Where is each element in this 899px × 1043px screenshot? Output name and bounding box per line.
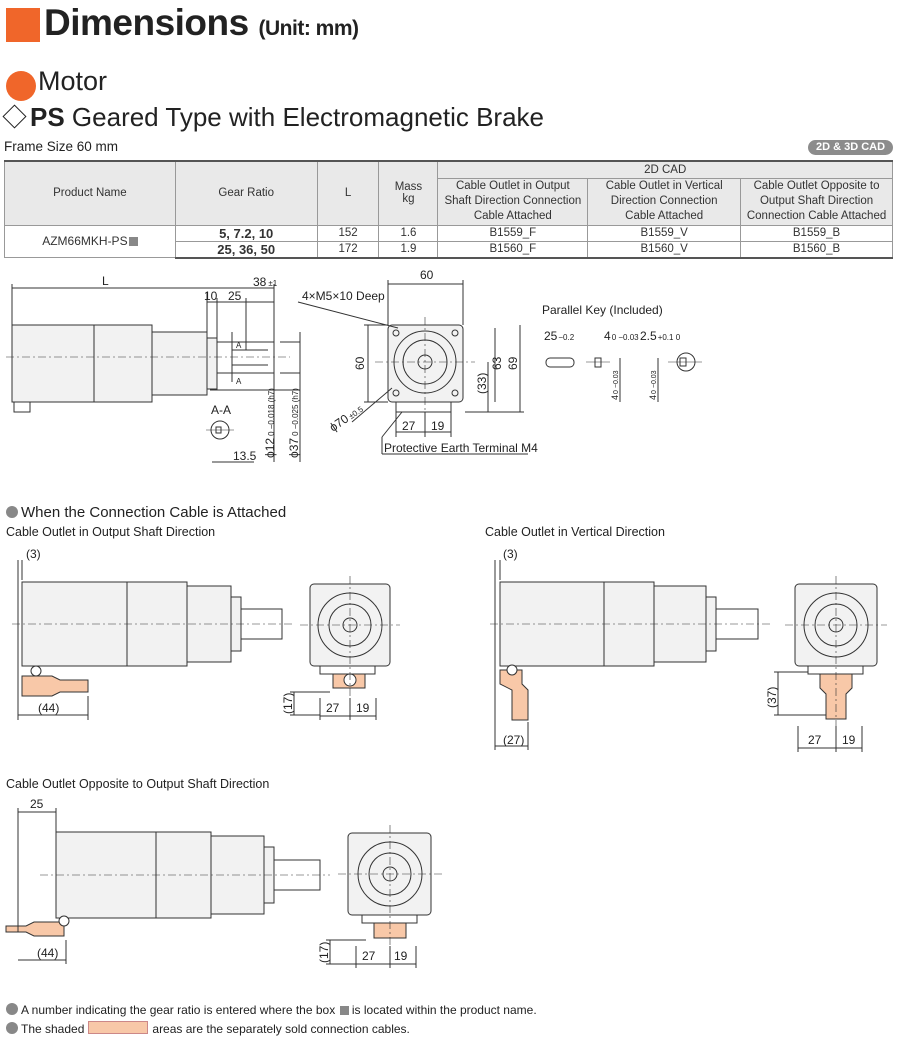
section-a-bottom: A bbox=[236, 377, 242, 386]
dim-60-top: 60 bbox=[420, 268, 434, 282]
dim-60-side: 60 bbox=[353, 356, 367, 370]
category-heading: Motor bbox=[38, 66, 108, 96]
unit-label: (Unit: mm) bbox=[258, 17, 359, 40]
dim-phi37: ϕ370 −0.025 (h7) bbox=[287, 388, 301, 458]
note-gear-ratio: A number indicating the gear ratio is en… bbox=[6, 1003, 537, 1017]
header-outlet-output: Cable Outlet in Output Shaft Direction C… bbox=[437, 177, 589, 226]
cable-dim-19-b: 19 bbox=[842, 733, 856, 747]
tap-hole-label: 4×M5×10 Deep bbox=[302, 289, 385, 303]
section-aa-label: A-A bbox=[211, 403, 231, 417]
cable-dim-27-d: 27 bbox=[362, 949, 376, 963]
series-heading: PS Geared Type with Electromagnetic Brak… bbox=[30, 102, 545, 132]
cable-dim-17-a: (17) bbox=[281, 693, 295, 714]
dim-l: L bbox=[102, 274, 109, 288]
l-cell: 172 bbox=[316, 240, 380, 259]
mass-cell: 1.9 bbox=[378, 240, 439, 259]
gear-ratio-cell: 25, 36, 50 bbox=[174, 240, 318, 259]
section-a-top: A bbox=[236, 341, 242, 350]
header-outlet-vertical: Cable Outlet in Vertical Direction Conne… bbox=[587, 177, 742, 226]
bullet-dot-icon bbox=[6, 506, 18, 518]
l-cell: 152 bbox=[316, 224, 380, 242]
key-dim-4-vert-b: 40 −0.03 bbox=[648, 370, 658, 400]
cad-link-f[interactable]: B1559_F bbox=[437, 224, 589, 242]
cad-badge[interactable]: 2D & 3D CAD bbox=[808, 140, 893, 155]
header-l: L bbox=[316, 160, 380, 226]
cable-drawings: (3) (44) (17) 27 19 (3) (27) (37) 27 19 … bbox=[5, 547, 887, 968]
cad-link-v[interactable]: B1560_V bbox=[587, 240, 742, 259]
key-dim-4: 40 −0.03 bbox=[604, 329, 639, 343]
key-dim-25: 25−0.2 bbox=[544, 329, 575, 343]
cable-dim-44-a: (44) bbox=[38, 701, 59, 715]
page-title: Dimensions (Unit: mm) bbox=[44, 2, 359, 43]
cable-dim-27-b: (27) bbox=[503, 733, 524, 747]
title-square-icon bbox=[6, 8, 40, 42]
mass-cell: 1.6 bbox=[378, 224, 439, 242]
cad-link-v[interactable]: B1559_V bbox=[587, 224, 742, 242]
dim-phi12: ϕ120 −0.018 (h7) bbox=[263, 388, 277, 458]
cable-dim-19-c: 19 bbox=[394, 949, 408, 963]
gear-box-icon bbox=[128, 237, 138, 247]
gear-box-icon bbox=[339, 1006, 349, 1015]
subtitle-opposite-direction: Cable Outlet Opposite to Output Shaft Di… bbox=[6, 777, 270, 791]
pe-terminal-label: Protective Earth Terminal M4 bbox=[384, 441, 538, 455]
header-product-name: Product Name bbox=[4, 160, 176, 226]
cable-section-heading: When the Connection Cable is Attached bbox=[6, 504, 286, 521]
cable-dim-19-a: 19 bbox=[356, 701, 370, 715]
shade-swatch bbox=[88, 1021, 149, 1034]
cad-link-b[interactable]: B1560_B bbox=[740, 240, 893, 259]
dim-33: (33) bbox=[475, 373, 489, 394]
header-gear-ratio: Gear Ratio bbox=[174, 160, 318, 226]
cable-dim-3-b: (3) bbox=[503, 547, 518, 561]
dim-63: 63 bbox=[490, 356, 504, 370]
key-dim-4-vert-a: 40 −0.03 bbox=[610, 370, 620, 400]
dim-13-5: 13.5 bbox=[233, 449, 257, 463]
dim-25: 25 bbox=[228, 289, 242, 303]
bullet-dot-icon bbox=[6, 1022, 18, 1034]
dim-27: 27 bbox=[402, 419, 416, 433]
dim-69: 69 bbox=[506, 356, 520, 370]
header-2d-cad: 2D CAD bbox=[437, 160, 893, 179]
bullet-dot-icon bbox=[6, 1003, 18, 1015]
diamond-icon bbox=[2, 104, 27, 129]
dim-19: 19 bbox=[431, 419, 445, 433]
dim-38: 38±1 bbox=[253, 275, 278, 289]
key-dim-2-5: 2.5+0.1 0 bbox=[640, 329, 681, 343]
motor-dot-icon bbox=[6, 71, 36, 101]
cable-dim-27-c: 27 bbox=[808, 733, 822, 747]
product-name-cell: AZM66MKH-PS bbox=[4, 224, 176, 258]
table-row: AZM66MKH-PS 5, 7.2, 10 152 1.6 B1559_F B… bbox=[4, 224, 893, 258]
dimension-drawing: L 10 25 38±1 A A A-A 13.5 ϕ120 −0.018 (h… bbox=[6, 268, 702, 463]
header-outlet-opposite: Cable Outlet Opposite to Output Shaft Di… bbox=[740, 177, 893, 226]
cable-dim-44-b: (44) bbox=[37, 946, 58, 960]
cad-link-f[interactable]: B1560_F bbox=[437, 240, 589, 259]
gear-ratio-cell: 5, 7.2, 10 bbox=[174, 224, 318, 242]
cable-dim-3-a: (3) bbox=[26, 547, 41, 561]
cable-dim-25: 25 bbox=[30, 797, 44, 811]
cable-dim-27-a: 27 bbox=[326, 701, 340, 715]
subtitle-output-direction: Cable Outlet in Output Shaft Direction bbox=[6, 525, 216, 539]
cable-dim-37: (37) bbox=[765, 687, 779, 708]
dim-phi70: ϕ70±0.5 bbox=[327, 401, 366, 434]
subtitle-vertical-direction: Cable Outlet in Vertical Direction bbox=[485, 525, 665, 539]
cad-link-b[interactable]: B1559_B bbox=[740, 224, 893, 242]
table-row: 25, 36, 50 172 1.9 B1560_F B1560_V B1560… bbox=[5, 240, 893, 259]
frame-size-label: Frame Size 60 mm bbox=[4, 139, 119, 154]
cable-dim-17-b: (17) bbox=[317, 942, 331, 963]
parallel-key-title: Parallel Key (Included) bbox=[542, 303, 663, 317]
dim-10: 10 bbox=[204, 289, 218, 303]
